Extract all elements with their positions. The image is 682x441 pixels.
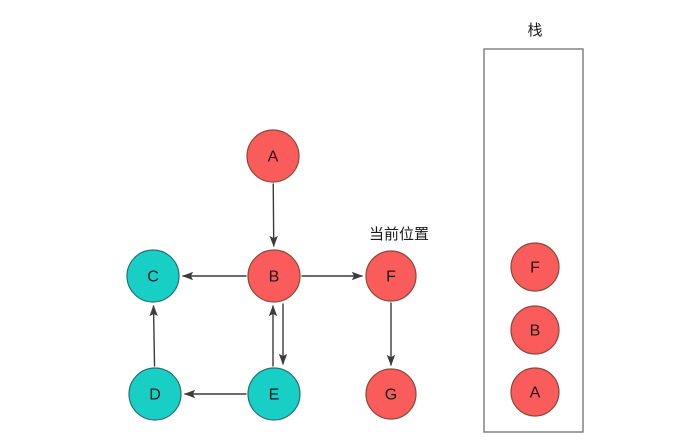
stack-item-circle[interactable] bbox=[510, 305, 560, 355]
graph-node-f[interactable]: F bbox=[365, 250, 417, 302]
graph-node-b[interactable]: B bbox=[247, 249, 301, 303]
node-circle[interactable] bbox=[247, 367, 301, 421]
graph-node-a[interactable]: A bbox=[246, 129, 300, 183]
node-circle[interactable] bbox=[247, 249, 301, 303]
stack-item-f[interactable]: F bbox=[510, 242, 560, 292]
edge-a-to-b bbox=[269, 183, 278, 248]
stack-title: 栈 bbox=[527, 21, 542, 39]
annotations-layer: 当前位置 bbox=[369, 225, 429, 243]
node-circle[interactable] bbox=[126, 249, 180, 303]
edge-d-to-c bbox=[149, 304, 158, 367]
stack-item-b[interactable]: B bbox=[510, 305, 560, 355]
stack-item-a[interactable]: A bbox=[510, 367, 560, 417]
nodes-layer: A B C D E F G bbox=[126, 129, 417, 421]
graph-node-c[interactable]: C bbox=[126, 249, 180, 303]
graph-node-g[interactable]: G bbox=[365, 368, 417, 420]
stack-item-circle[interactable] bbox=[510, 242, 560, 292]
graph-node-e[interactable]: E bbox=[247, 367, 301, 421]
stack-panel: 栈 FBA bbox=[483, 21, 584, 433]
edges-layer bbox=[149, 183, 396, 399]
node-circle[interactable] bbox=[365, 250, 417, 302]
node-circle[interactable] bbox=[246, 129, 300, 183]
graph-node-d[interactable]: D bbox=[128, 367, 182, 421]
current-position-label: 当前位置 bbox=[369, 225, 429, 243]
stack-item-circle[interactable] bbox=[510, 367, 560, 417]
node-circle[interactable] bbox=[128, 367, 182, 421]
node-circle[interactable] bbox=[365, 368, 417, 420]
